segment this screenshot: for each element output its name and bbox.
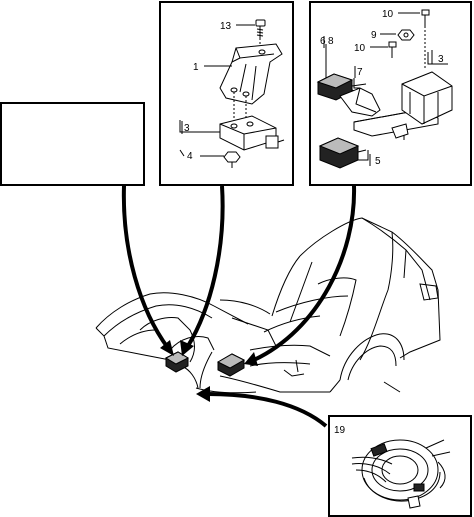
nut-icon: [397, 29, 415, 41]
detail-box-clock-spring: [328, 415, 472, 517]
callout-4: 4: [187, 151, 193, 162]
crash-sensor-right-icon: [216, 353, 246, 377]
control-module-icon: [318, 137, 367, 169]
callout-10-mid: 10: [354, 43, 366, 54]
crash-sensor-icon: [219, 115, 285, 151]
callout-10-top: 10: [382, 9, 394, 20]
callout-9: 9: [371, 30, 377, 41]
callout-3-left: 3: [184, 123, 190, 134]
callout-7: 7: [357, 67, 363, 78]
crash-sensor-left-icon: [164, 351, 190, 373]
blank-label-box: [0, 102, 145, 186]
callout-1: 1: [193, 62, 199, 73]
callout-5: 5: [375, 156, 381, 167]
callout-8: 8: [328, 36, 334, 47]
clock-spring-icon: [351, 439, 451, 509]
bolt-icon: [255, 19, 266, 38]
curved-pointer-arrow: [121, 185, 174, 356]
curved-pointer-arrow: [196, 386, 328, 428]
callout-13: 13: [220, 21, 232, 32]
callout-19: 19: [334, 425, 346, 436]
curved-pointer-arrow: [180, 185, 225, 356]
bolt-icon: [421, 9, 430, 26]
bolt-icon: [388, 41, 397, 58]
nut-icon: [223, 151, 241, 168]
callout-6: 6: [320, 36, 326, 47]
detail-box-sensor-assembly: [309, 1, 472, 186]
curved-pointer-arrow: [244, 185, 357, 366]
detail-box-bracket-assembly: [159, 1, 294, 186]
callout-3-right: 3: [438, 54, 444, 65]
car-cutaway-icon: [95, 217, 441, 394]
crash-sensor-icon: [391, 71, 453, 139]
